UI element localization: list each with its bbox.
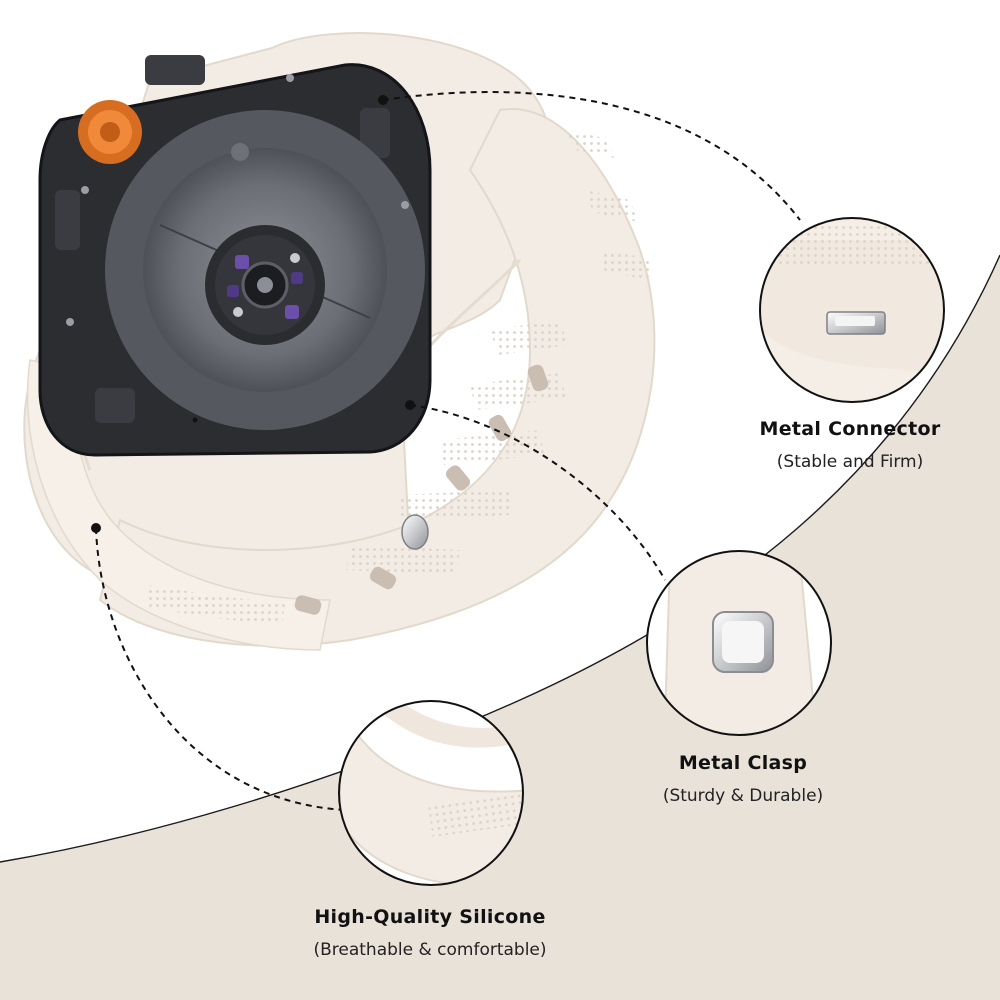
feature-silicone: High-Quality Silicone (Breathable & comf…: [280, 906, 580, 960]
feature-subtitle: (Stable and Firm): [776, 452, 924, 472]
crown-button: [78, 100, 142, 164]
background-curve: [0, 255, 1000, 1000]
feature-title: Metal Connector: [759, 418, 941, 440]
feature-subtitle: (Sturdy & Durable): [662, 786, 824, 806]
feature-subtitle: (Breathable & comfortable): [313, 940, 547, 960]
feature-metal-connector: Metal Connector (Stable and Firm): [740, 418, 960, 472]
feature-title: Metal Clasp: [678, 752, 808, 774]
feature-metal-clasp: Metal Clasp (Sturdy & Durable): [643, 752, 843, 806]
feature-title: High-Quality Silicone: [314, 906, 546, 928]
leader-lines: [95, 91, 801, 811]
leader-connector: [382, 91, 801, 221]
callout-metal-connector: [759, 217, 945, 403]
callout-silicone: [338, 700, 524, 886]
leader-clasp: [409, 404, 666, 581]
background-curve-edge: [0, 254, 1000, 863]
watch-case: [38, 55, 432, 457]
